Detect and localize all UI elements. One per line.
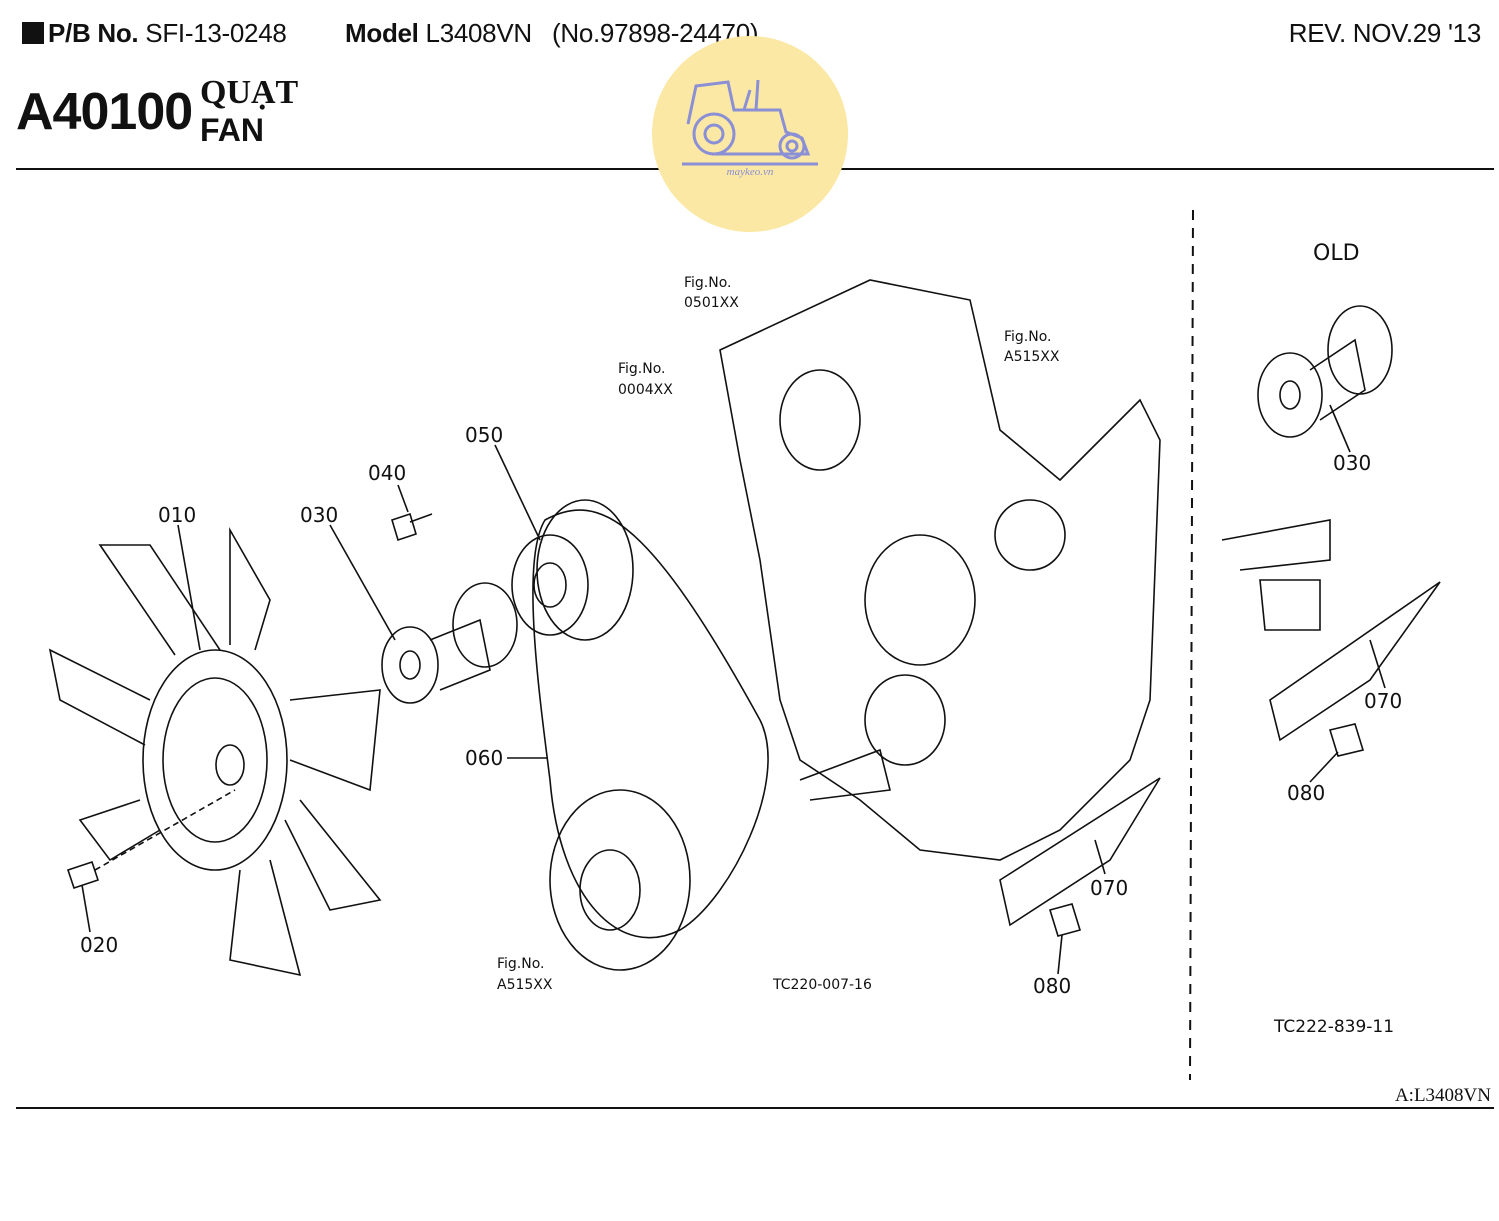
old-bolt-080: [1328, 723, 1365, 757]
crankshaft-pulley: [549, 789, 691, 971]
pb-value: SFI-13-0248: [145, 18, 287, 48]
fig-ref-0004: 0004XX: [618, 382, 673, 398]
label-040: 040: [368, 461, 406, 485]
revision-date: REV. NOV.29 '13: [1288, 18, 1482, 48]
old-fan-spacer-030: [1257, 305, 1393, 438]
old-water-pump-part: [1221, 519, 1331, 631]
section-code: A40100: [16, 83, 193, 141]
bolt-040: [391, 512, 433, 542]
fig-label-0501: Fig.No.: [684, 275, 732, 291]
footer-divider: [16, 1107, 1494, 1109]
drawing-code-old: TC222-839-11: [1273, 1017, 1394, 1037]
old-title: OLD: [1313, 241, 1360, 266]
section-name-vn: QUẠT: [200, 74, 299, 111]
fan-blade-assembly: [48, 526, 382, 977]
water-pump-pulley-050: [511, 499, 634, 641]
bolt-020: [66, 860, 100, 890]
watermark-text: maykeo.vn: [726, 166, 774, 178]
model-info: Model L3408VN: [345, 18, 532, 49]
v-belt-060: [532, 509, 769, 939]
label-060: 060: [465, 746, 503, 770]
label-010: 010: [158, 503, 196, 527]
label-020: 020: [80, 933, 118, 957]
fig-label-a515-top: Fig.No.: [1004, 329, 1052, 345]
tractor-icon: [682, 79, 818, 166]
footer-model-ref: A:L3408VN: [1394, 1085, 1491, 1106]
label-050: 050: [465, 423, 503, 447]
section-name-en: FAN: [200, 112, 264, 148]
watermark-logo: maykeo.vn: [652, 36, 848, 232]
model-value: L3408VN: [425, 18, 533, 48]
fan-spacer-030: [381, 582, 518, 704]
pb-label: P/B No.: [48, 18, 139, 48]
drawing-code-main: TC220-007-16: [772, 977, 872, 993]
fig-ref-a515-bottom: A515XX: [497, 977, 553, 993]
fig-ref-0501: 0501XX: [684, 295, 739, 311]
fig-label-a515-bottom: Fig.No.: [497, 956, 545, 972]
pb-number: P/B No. SFI-13-0248: [22, 18, 287, 49]
old-bracket-070: [1269, 581, 1441, 742]
label-030: 030: [300, 503, 338, 527]
fig-ref-a515-top: A515XX: [1004, 349, 1060, 365]
bracket-070: [999, 777, 1161, 927]
old-label-070: 070: [1364, 689, 1402, 713]
square-bullet-icon: [22, 22, 44, 44]
fig-label-0004: Fig.No.: [618, 361, 666, 377]
engine-block: [719, 279, 1161, 861]
old-label-030: 030: [1333, 451, 1371, 475]
bolt-080: [1048, 903, 1082, 937]
label-070: 070: [1090, 876, 1128, 900]
model-label: Model: [345, 18, 419, 48]
old-label-080: 080: [1287, 781, 1325, 805]
label-080: 080: [1033, 974, 1071, 998]
